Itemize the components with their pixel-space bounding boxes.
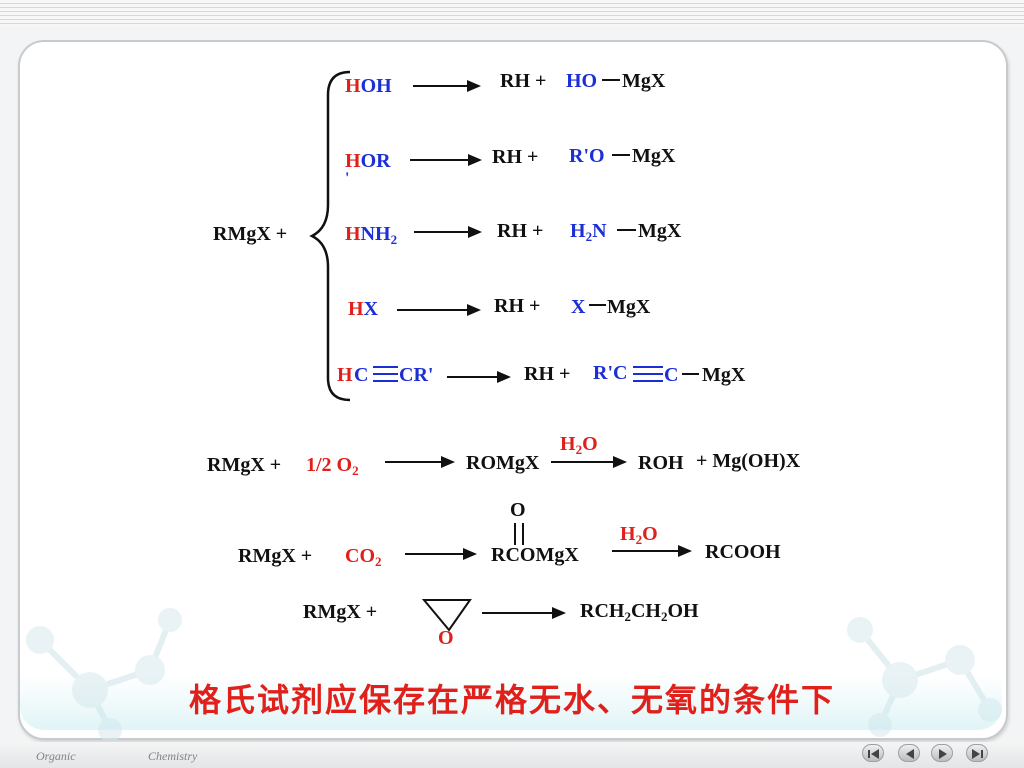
reagent-alkyne-cr: CR'	[399, 364, 434, 386]
brace-symbol	[309, 70, 351, 402]
co2-condition: H2O	[620, 523, 658, 547]
epoxide-ring	[421, 599, 472, 632]
previous-slide-button[interactable]	[898, 744, 920, 762]
reaction-arrow	[414, 226, 482, 238]
product-mgx: MgX	[632, 145, 676, 167]
slide-caption: 格氏试剂应保存在严格无水、无氧的条件下	[188, 681, 835, 719]
triple-bond-reactant	[373, 366, 398, 382]
reagent-alcohol: HOR	[345, 150, 391, 172]
oxygen-intermediate: ROMgX	[466, 452, 540, 474]
footer-chemistry: Chemistry	[148, 749, 198, 763]
reaction-arrow	[482, 607, 566, 619]
reagent-hx: HX	[348, 298, 379, 320]
product-rh: RH +	[497, 220, 544, 242]
product-rh: RH +	[494, 295, 541, 317]
product-group-a: R'C	[593, 362, 628, 384]
co2-reactant: RMgX +	[238, 545, 313, 567]
bottom-band	[20, 676, 1002, 730]
footer-organic: Organic	[36, 749, 76, 763]
epoxide-oxygen: O	[438, 627, 454, 649]
reaction-arrow	[551, 456, 627, 468]
epoxide-product: RCH2CH2OH	[580, 600, 699, 624]
product-rh: RH +	[500, 70, 547, 92]
oxygen-product: ROH	[638, 452, 684, 474]
product-rh: RH +	[492, 146, 539, 168]
reaction-arrow	[612, 545, 692, 557]
reagent-amine: HNH2	[345, 223, 398, 247]
epoxide-reactant: RMgX +	[303, 601, 378, 623]
oxygen-byproduct: + Mg(OH)X	[696, 450, 801, 472]
last-slide-icon	[972, 749, 983, 759]
bond-lines	[589, 79, 699, 375]
reaction-arrow	[385, 456, 455, 468]
product-group-b: C	[664, 364, 679, 386]
footer-bar	[0, 742, 1024, 768]
product-group: HO	[566, 70, 598, 92]
product-group: X	[571, 296, 586, 318]
product-rh: RH +	[524, 363, 571, 385]
reagent-alkyne-h: H	[337, 364, 353, 386]
slide-panel	[18, 40, 1008, 740]
product-group: H2N	[570, 220, 607, 244]
reagent-alcohol-prime: '	[345, 170, 350, 187]
next-slide-button[interactable]	[931, 744, 953, 762]
reaction-arrow	[405, 548, 477, 560]
co2-reagent: CO2	[345, 545, 382, 569]
reaction-arrow	[413, 80, 481, 92]
oxygen-reagent: 1/2 O2	[306, 454, 359, 478]
product-mgx: MgX	[622, 70, 666, 92]
carbonyl-oxygen: O	[510, 499, 526, 521]
co2-product: RCOOH	[705, 541, 781, 563]
reaction-arrow	[447, 371, 511, 383]
next-slide-icon	[939, 749, 947, 759]
triple-bond-product	[633, 366, 663, 382]
carbonyl-double-bond	[514, 523, 524, 545]
previous-slide-icon	[906, 749, 914, 759]
first-slide-button[interactable]	[862, 744, 884, 762]
first-slide-icon	[868, 749, 879, 759]
product-mgx: MgX	[607, 296, 651, 318]
reaction-arrow	[397, 304, 481, 316]
product-mgx: MgX	[702, 364, 746, 386]
reactant-rmgx: RMgX +	[213, 223, 288, 245]
reagent-alkyne-c: C	[354, 364, 369, 386]
reaction-arrow	[410, 154, 482, 166]
co2-intermediate: RCOMgX	[491, 544, 579, 566]
last-slide-button[interactable]	[966, 744, 988, 762]
oxygen-reactant: RMgX +	[207, 454, 282, 476]
reagent-water: HOH	[345, 75, 392, 97]
oxygen-condition: H2O	[560, 433, 598, 457]
top-stripe-bar	[0, 0, 1024, 26]
product-group: R'O	[569, 145, 605, 167]
product-mgx: MgX	[638, 220, 682, 242]
